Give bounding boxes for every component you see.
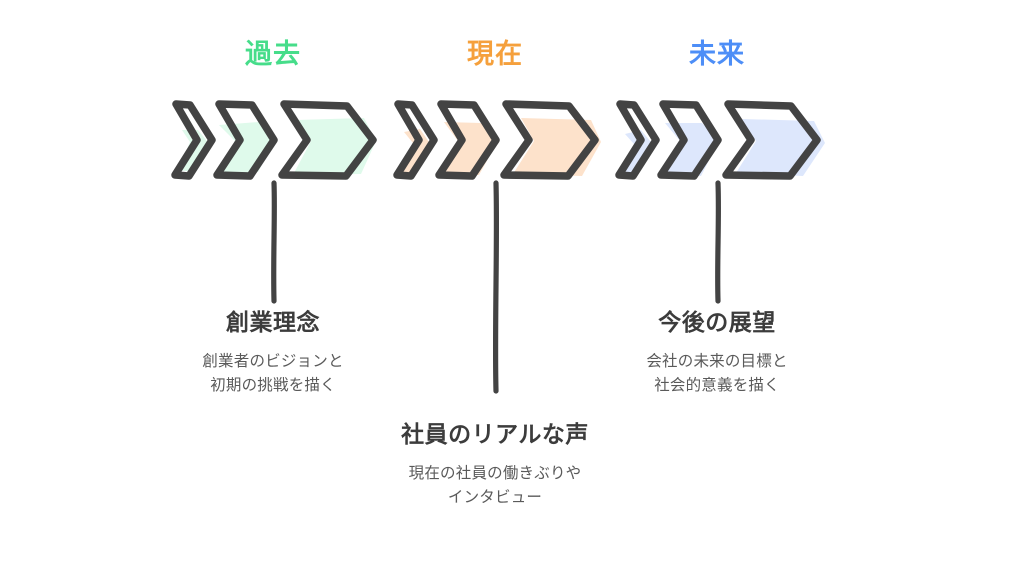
- phase-label-present: 現在: [467, 39, 523, 69]
- stage-future: 未来 今後の展望 会社の: [607, 0, 827, 567]
- connector-line-future: [711, 180, 725, 304]
- caption-present: 社員のリアルな声 現在の社員の働きぶりや インタビュー: [345, 420, 645, 510]
- connector-line-past: [267, 180, 281, 304]
- caption-body-future: 会社の未来の目標と 社会的意義を描く: [567, 350, 867, 398]
- caption-title-past: 創業理念: [226, 309, 320, 335]
- connector-line-present: [489, 180, 503, 394]
- caption-line: 社会的意義を描く: [654, 376, 780, 394]
- caption-line: 現在の社員の働きぶりや: [408, 464, 582, 482]
- stage-present: 現在 社員のリアルな声: [385, 0, 605, 567]
- triple-chevron-icon-past: [160, 96, 390, 184]
- caption-future: 今後の展望 会社の未来の目標と 社会的意義を描く: [567, 308, 867, 398]
- caption-line: 会社の未来の目標と: [646, 352, 788, 370]
- phase-label-past: 過去: [245, 39, 301, 69]
- phase-label-future: 未来: [689, 39, 745, 69]
- triple-chevron-icon-future: [604, 96, 834, 184]
- stage-past: 過去 創業理念 創業者の: [163, 0, 383, 567]
- caption-body-present: 現在の社員の働きぶりや インタビュー: [345, 462, 645, 510]
- caption-line: インタビュー: [447, 488, 543, 506]
- caption-line: 初期の挑戦を描く: [210, 376, 336, 394]
- caption-body-past: 創業者のビジョンと 初期の挑戦を描く: [123, 350, 423, 398]
- caption-past: 創業理念 創業者のビジョンと 初期の挑戦を描く: [123, 308, 423, 398]
- caption-line: 創業者のビジョンと: [202, 352, 344, 370]
- caption-title-future: 今後の展望: [658, 309, 776, 335]
- triple-chevron-icon-present: [382, 96, 612, 184]
- caption-title-present: 社員のリアルな声: [401, 421, 589, 447]
